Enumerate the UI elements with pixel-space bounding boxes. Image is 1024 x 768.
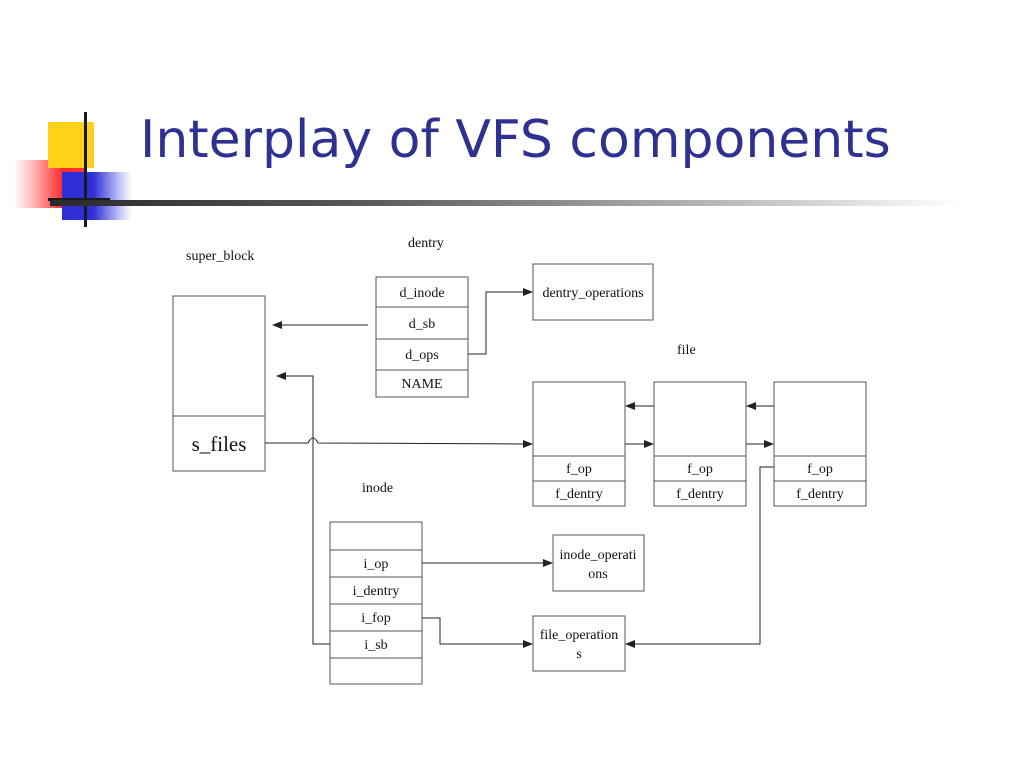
file-node-3: f_op f_dentry	[773, 381, 867, 507]
file-label: file	[677, 343, 696, 358]
file-1-f-op-cell	[532, 455, 626, 482]
file-1-box	[532, 381, 626, 457]
file-operations-box	[532, 615, 626, 672]
arrowhead-file-operations-i-fop	[523, 640, 533, 648]
i-sb-cell	[329, 630, 423, 659]
title-decoration-horizontal-line	[48, 198, 110, 201]
slide-title: Interplay of VFS components	[140, 110, 891, 170]
inode-operations-box	[552, 534, 645, 592]
arrowhead-file-operations-f-op	[625, 640, 635, 648]
file-1-f-dentry-cell	[532, 480, 626, 507]
i-fop-cell	[329, 603, 423, 632]
arrowhead-dentry-operations	[523, 288, 533, 296]
d-inode-label: d_inode	[399, 286, 444, 301]
dentry-label: dentry	[408, 236, 444, 251]
i-dentry-label: i_dentry	[353, 584, 400, 599]
title-decoration-blue	[62, 172, 132, 220]
edge-s-files-to-file	[265, 437, 526, 445]
name-cell	[375, 369, 469, 398]
super-block-label: super_block	[186, 249, 254, 264]
title-underline	[50, 200, 960, 206]
d-sb-label: d_sb	[409, 317, 435, 332]
arrowhead-file-2-back	[746, 402, 756, 410]
file-operations-node: file_operation s	[532, 615, 626, 672]
file-2-f-op-label: f_op	[687, 462, 713, 477]
arrowhead-inode-operations	[543, 559, 553, 567]
arrowhead-super-block-d-sb	[272, 321, 282, 329]
inode-label: inode	[362, 481, 393, 496]
file-2-f-dentry-label: f_dentry	[676, 487, 723, 502]
i-fop-label: i_fop	[361, 611, 391, 626]
file-2-f-op-cell	[653, 455, 747, 482]
file-2-f-dentry-cell	[653, 480, 747, 507]
inode-top-cell	[329, 521, 423, 551]
file-operations-label-line1: file_operation	[540, 628, 619, 643]
file-1-f-op-label: f_op	[566, 462, 592, 477]
edge-i-fop-to-file-operations	[422, 617, 525, 645]
inode-operations-node: inode_operati ons	[552, 534, 645, 592]
i-op-cell	[329, 549, 423, 578]
arrowhead-file-2-forward	[644, 440, 654, 448]
file-3-f-dentry-cell	[773, 480, 867, 507]
inode-node: inode i_op i_dentry i_fop i_sb	[329, 481, 423, 685]
d-sb-cell	[375, 306, 469, 340]
i-sb-label: i_sb	[364, 638, 387, 653]
s-files-cell	[172, 415, 266, 472]
inode-operations-label-line2: ons	[588, 567, 607, 582]
edge-i-sb-to-super-block	[285, 375, 330, 645]
arrowhead-file-1	[523, 440, 533, 448]
edge-d-ops-to-dentry-operations	[468, 291, 525, 355]
file-3-f-op-cell	[773, 455, 867, 482]
i-dentry-cell	[329, 576, 423, 605]
arrowhead-super-block-i-sb	[276, 372, 286, 380]
arrowhead-file-3-forward	[764, 440, 774, 448]
dentry-node: dentry d_inode d_sb d_ops NAME	[375, 236, 469, 398]
name-label: NAME	[401, 377, 442, 392]
title-decoration-vertical-line	[84, 112, 87, 227]
super-block-node: super_block s_files	[172, 249, 266, 472]
s-files-label: s_files	[192, 432, 247, 456]
d-ops-label: d_ops	[405, 348, 438, 363]
file-operations-label-line2: s	[576, 647, 581, 662]
file-node-1: f_op f_dentry	[532, 381, 626, 507]
dentry-operations-node: dentry_operations	[532, 263, 654, 321]
dentry-operations-label: dentry_operations	[542, 286, 643, 301]
file-3-box	[773, 381, 867, 457]
file-3-f-op-label: f_op	[807, 462, 833, 477]
file-node-2: f_op f_dentry	[653, 381, 747, 507]
connectors	[265, 288, 774, 648]
file-1-f-dentry-label: f_dentry	[555, 487, 602, 502]
file-2-box	[653, 381, 747, 457]
file-3-f-dentry-label: f_dentry	[796, 487, 843, 502]
i-op-label: i_op	[364, 557, 389, 572]
inode-bottom-cell	[329, 657, 423, 685]
super-block-box	[172, 295, 266, 417]
edge-f-op-to-file-operations	[634, 466, 774, 645]
inode-operations-label-line1: inode_operati	[560, 548, 637, 563]
arrowhead-file-1-back	[625, 402, 635, 410]
